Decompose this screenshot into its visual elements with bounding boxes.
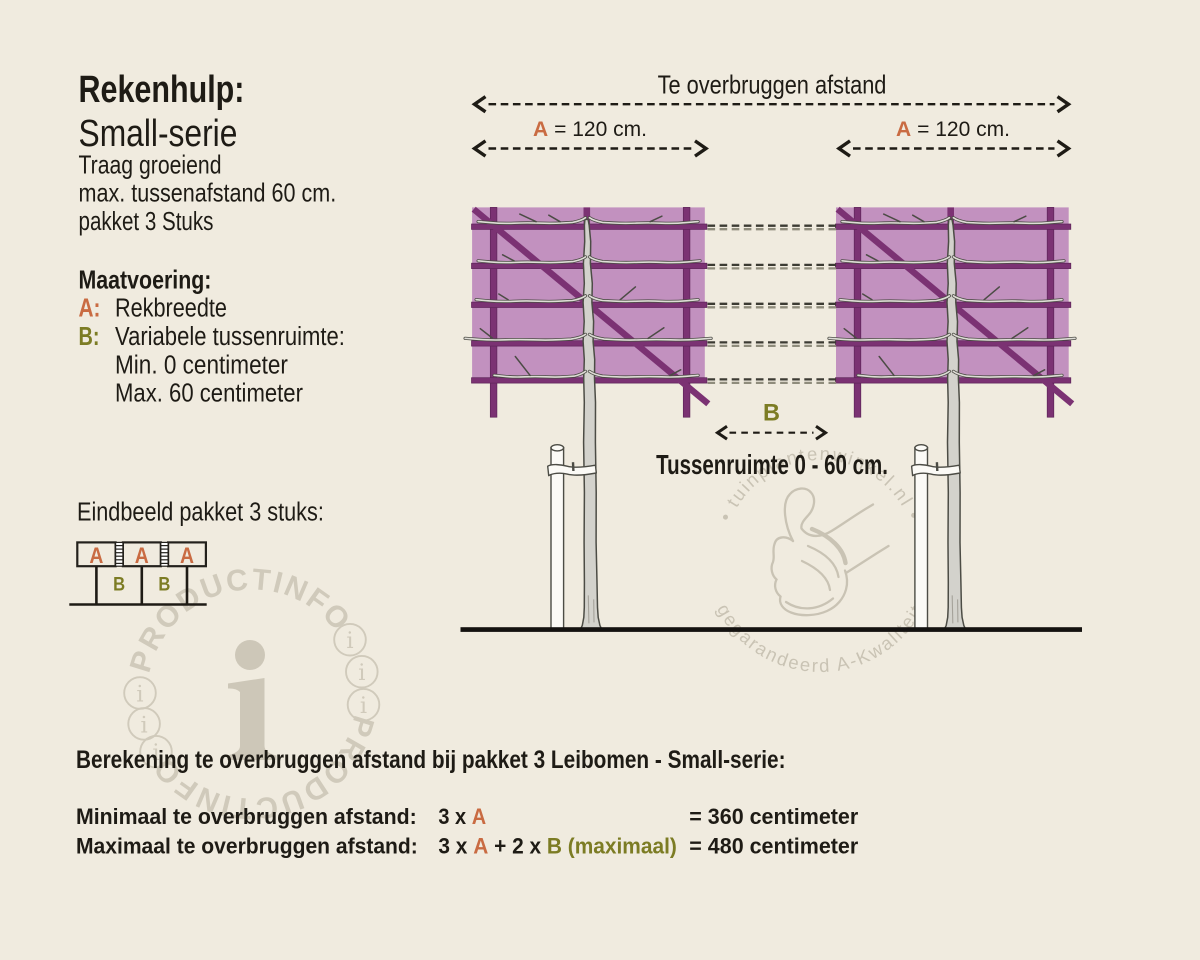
circled-info-letter: i: [140, 712, 147, 738]
legend-text-a: Rekbreedte: [115, 294, 227, 323]
intro-line: max. tussenafstand 60 cm.: [79, 179, 337, 208]
circled-info-letter: i: [358, 660, 365, 686]
legend-key-a: A:: [79, 294, 101, 323]
circled-info-icon: i: [139, 734, 173, 769]
circled-info-ring: [333, 622, 367, 657]
thumbs-up-icon: [784, 597, 835, 610]
eindbeeld-heading: Eindbeeld pakket 3 stuks:: [77, 498, 324, 527]
circled-info-letter: i: [152, 740, 159, 766]
dimension-arrows: [471, 95, 1072, 441]
page-subtitle: Small-serie: [79, 112, 238, 154]
calc-row-formula: 3 x A: [438, 805, 486, 829]
eindbeeld-letter-b: B: [113, 573, 125, 595]
circled-info-letter: i: [360, 693, 367, 719]
eindbeeld-letter-a: A: [89, 544, 103, 568]
calc-row-result: = 360 centimeter: [689, 804, 858, 829]
thumbs-up-icon: [783, 487, 875, 543]
calc-row-label: Maximaal te overbruggen afstand:: [76, 834, 418, 859]
calc-row-formula-part: A: [472, 805, 486, 829]
calc-row-formula-part: A: [473, 834, 488, 859]
info-letter-watermark: [227, 640, 277, 760]
calc-row-formula-part: 3 x: [438, 834, 473, 859]
arrowhead: [471, 139, 487, 158]
arrowhead: [471, 95, 487, 114]
calc-row-formula: 3 x A + 2 x B (maximaal): [438, 834, 676, 859]
arrowhead: [1056, 95, 1072, 114]
circled-info-ring: [346, 687, 381, 722]
dim-a-left-label-part: A: [533, 117, 548, 141]
calculation-heading: Berekening te overbruggen afstand bij pa…: [76, 745, 786, 773]
arrowhead: [815, 425, 829, 441]
calc-row-formula-part: B (maximaal): [547, 834, 677, 859]
dim-b-label: B: [763, 399, 780, 427]
circled-info-letter: i: [136, 682, 143, 708]
intro-line: Traag groeiend: [79, 151, 222, 179]
thumbs-up-icon: [806, 544, 840, 579]
arrowhead: [1056, 139, 1072, 158]
eindbeeld-letter-a: A: [180, 544, 194, 568]
calc-row-formula-part: + 2 x: [488, 834, 547, 859]
eindbeeld-letter-a: A: [135, 544, 149, 568]
legend-text-b: Variabele tussenruimte:: [115, 322, 345, 351]
gap-range-label: Tussenruimte 0 - 60 cm.: [656, 450, 888, 481]
circled-info-icon: i: [127, 707, 161, 741]
dim-a-right-label: A = 120 cm.: [896, 117, 1010, 141]
circled-info-icon: i: [123, 676, 157, 710]
thumbs-up-icon: [770, 536, 849, 617]
arrowhead: [836, 139, 851, 158]
espalier-tree-right: [829, 207, 1075, 629]
badge-ring-text-bottom: gegarandeerd A-Kwaliteit: [713, 600, 927, 676]
dim-a-left-label: A = 120 cm.: [533, 117, 647, 141]
calc-row-result: = 480 centimeter: [689, 833, 858, 858]
badge-arc-text-bottom: gegarandeerd A-Kwaliteit: [713, 600, 925, 676]
legend-sub-line: Min. 0 centimeter: [115, 351, 288, 380]
thumbs-up-icon: [844, 544, 890, 575]
espalier-tree-left: [465, 207, 711, 629]
circled-info-icon: i: [333, 622, 367, 657]
arrowhead: [714, 425, 728, 441]
calc-row-formula-part: 3 x: [438, 805, 471, 829]
gap-strip: [160, 541, 169, 567]
legend-sub-line: Max. 60 centimeter: [115, 379, 303, 408]
ground-line: [460, 627, 1082, 632]
dim-a-left-label-part: = 120 cm.: [548, 117, 647, 141]
info-letter-stem: [227, 678, 277, 760]
espalier-illustration: [460, 207, 1082, 632]
page-title: Rekenhulp:: [79, 69, 245, 111]
top-span-label: Te overbruggen afstand: [658, 72, 887, 100]
intro-line: pakket 3 Stuks: [79, 207, 214, 236]
maatvoering-heading: Maatvoering:: [79, 265, 212, 294]
legend-key-b: B:: [79, 321, 100, 350]
circled-info-icon: i: [346, 687, 381, 722]
dim-a-right-label-part: A: [896, 117, 911, 141]
thumbs-up-icon: [809, 526, 848, 566]
thumbs-up-icon: [800, 559, 832, 592]
circled-info-ring: [123, 676, 157, 710]
arrowhead: [694, 139, 709, 158]
eindbeeld-letter-b: B: [158, 573, 170, 595]
circled-info-ring: [139, 734, 173, 769]
circled-info-icon: i: [345, 654, 379, 689]
dim-a-right-label-part: = 120 cm.: [911, 117, 1010, 141]
calc-row-label: Minimaal te overbruggen afstand:: [76, 804, 417, 829]
circled-info-ring: [345, 654, 379, 689]
info-letter-dot: [235, 640, 265, 670]
gap-strip: [114, 541, 124, 567]
eindbeeld-diagram: [69, 541, 208, 606]
circled-info-letter: i: [346, 628, 353, 654]
